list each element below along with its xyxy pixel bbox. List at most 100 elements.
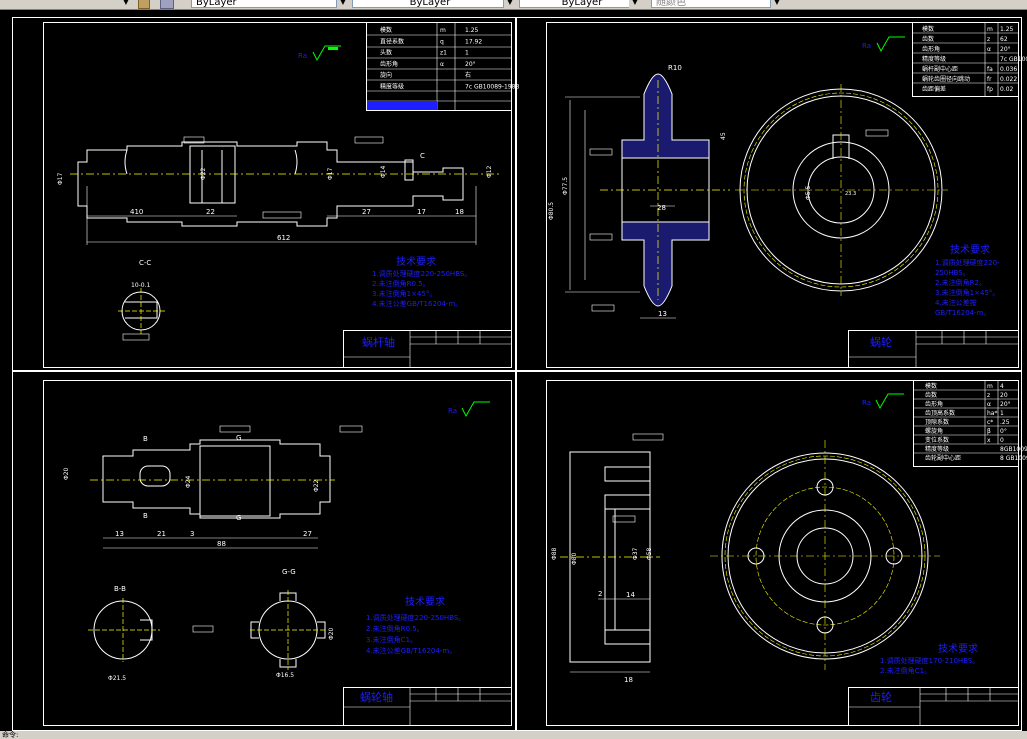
gear-dims: 14 18 2 Φ88 Φ80 Φ37 Φ58 — [551, 547, 653, 684]
table-cell-name: 头数 — [380, 49, 392, 57]
tech-req-item: 250HBS。 — [935, 269, 970, 277]
table-cell-symbol: z — [987, 36, 990, 43]
gdt-frames — [192, 425, 363, 633]
svg-text:Φ22: Φ22 — [200, 167, 207, 180]
paper-borders — [43, 22, 1019, 726]
roughness-label: Ra — [862, 42, 871, 50]
table-cell-name: 齿形角 — [925, 400, 943, 408]
tech-req-item: 4.未注公差GB/T16204-m。 — [372, 299, 462, 308]
svg-text:10-0.1: 10-0.1 — [131, 282, 151, 289]
table-cell-name: 齿顶高系数 — [925, 409, 955, 417]
color-combo[interactable]: ByLayer — [191, 0, 337, 8]
svg-text:Φ20: Φ20 — [63, 467, 70, 480]
svg-text:27: 27 — [303, 530, 312, 538]
param-table — [913, 380, 1019, 467]
table-cell-symbol: fa — [987, 66, 993, 73]
svg-text:Φ12: Φ12 — [486, 165, 493, 178]
table-cell-value: 7c GB10089-1988 — [465, 84, 519, 91]
title-block: 蜗轮轴 — [343, 687, 512, 726]
layer-icon[interactable] — [138, 0, 150, 9]
table-cell-value: 0 — [1000, 437, 1004, 444]
tech-req-item: 2.未注倒角R0.5。 — [366, 624, 424, 633]
svg-text:3: 3 — [190, 530, 194, 538]
section-cc — [118, 288, 166, 334]
chevron-down-icon[interactable]: ▼ — [629, 0, 641, 8]
tech-req-item: 3.未注倒角1×45°。 — [372, 289, 436, 298]
svg-text:B: B — [143, 435, 148, 443]
svg-text:Φ58: Φ58 — [646, 547, 653, 560]
table-cell-value: 8 GB10095-1988 — [1000, 455, 1027, 462]
linetype-combo[interactable]: ByLayer — [352, 0, 504, 8]
section-bb — [88, 598, 160, 662]
wheel-section-view — [565, 73, 730, 319]
roughness-symbol-icon — [875, 393, 904, 410]
table-cell-symbol: c* — [987, 419, 993, 426]
table-cell-name: 齿距偏差 — [922, 85, 946, 93]
table-cell-name: 齿形角 — [380, 60, 398, 68]
svg-text:13: 13 — [115, 530, 124, 538]
combo-arrow-icon[interactable]: ▼ — [120, 0, 132, 8]
gear-section-view — [560, 451, 660, 673]
table-cell-symbol: m — [987, 383, 993, 390]
chevron-down-icon[interactable]: ▼ — [771, 0, 783, 8]
roughness-label: Ra — [448, 407, 457, 415]
svg-text:G: G — [236, 434, 241, 442]
layer-props-icon[interactable] — [160, 0, 174, 9]
table-cell-symbol: x — [987, 437, 991, 444]
tech-req-item: GB/T16204-m。 — [935, 309, 990, 317]
sheet-wheel-shaft[interactable]: Ra 13 21 3 27 88 B-B G-G B B G G Φ20 Φ24… — [63, 401, 512, 726]
plotstyle-combo[interactable]: 随颜色 — [651, 0, 771, 8]
svg-text:18: 18 — [624, 676, 633, 684]
table-cell-value: 0.036 — [1000, 66, 1017, 73]
title-block: 蜗杆轴 — [343, 330, 512, 368]
table-cell-value: 0.02 — [1000, 86, 1014, 93]
tech-req-title: 技术要求 — [396, 255, 436, 268]
lineweight-combo[interactable]: ByLayer — [519, 0, 641, 8]
table-cell-value: 右 — [465, 71, 471, 79]
svg-text:Φ37: Φ37 — [632, 547, 639, 560]
svg-text:Φ20: Φ20 — [328, 627, 335, 640]
tech-req-item: 3.未注倒角C1。 — [366, 635, 417, 644]
table-cell-name: 齿数 — [925, 391, 937, 399]
status-bar: 命令: — [0, 731, 1027, 739]
table-cell-name: 精度等级 — [922, 55, 946, 63]
table-cell-symbol: z — [987, 392, 990, 399]
table-cell-symbol: m — [987, 26, 993, 33]
chevron-down-icon[interactable]: ▼ — [337, 0, 349, 8]
svg-text:G-G: G-G — [282, 568, 296, 576]
table-cell-value: 7c GB10089-1988 — [1000, 56, 1027, 63]
svg-text:R10: R10 — [668, 64, 682, 72]
worm-dims — [86, 186, 477, 245]
table-cell-name: 蜗轮齿圈径向跳动 — [922, 75, 970, 83]
table-cell-name: 变位系数 — [925, 436, 949, 444]
wheel-shaft-outline — [102, 439, 331, 519]
table-cell-symbol: fr — [987, 76, 992, 83]
drawing-title: 齿轮 — [870, 690, 892, 704]
section-gg — [250, 590, 326, 670]
worm-shaft-outline — [77, 141, 464, 227]
table-cell-name: 蜗杆副中心距 — [922, 65, 958, 73]
svg-text:Φ14: Φ14 — [380, 165, 387, 178]
table-cell-value: 0° — [1000, 428, 1007, 435]
svg-text:Φ80: Φ80 — [571, 552, 578, 565]
svg-text:Φ80.5: Φ80.5 — [548, 202, 555, 220]
tech-req-title: 技术要求 — [950, 243, 990, 256]
tech-req-item: 4.未注公差GB/T16204-m。 — [366, 646, 456, 655]
table-cell-symbol: α — [987, 401, 991, 408]
title-block: 齿轮 — [848, 687, 1019, 726]
svg-text:612: 612 — [277, 234, 290, 242]
drawing-title: 蜗轮 — [870, 335, 892, 349]
tech-req-item: 2.未注倒角R2。 — [935, 278, 986, 287]
toolbar: ▼ ByLayer ▼ ByLayer ▼ ByLayer ▼ 随颜色 ▼ — [0, 0, 1027, 10]
svg-text:88: 88 — [217, 540, 226, 548]
table-cell-symbol: z1 — [440, 50, 447, 57]
chevron-down-icon[interactable]: ▼ — [504, 0, 516, 8]
table-cell-name: 模数 — [925, 382, 937, 390]
param-table — [366, 22, 512, 111]
wheel-front-view — [735, 84, 948, 296]
